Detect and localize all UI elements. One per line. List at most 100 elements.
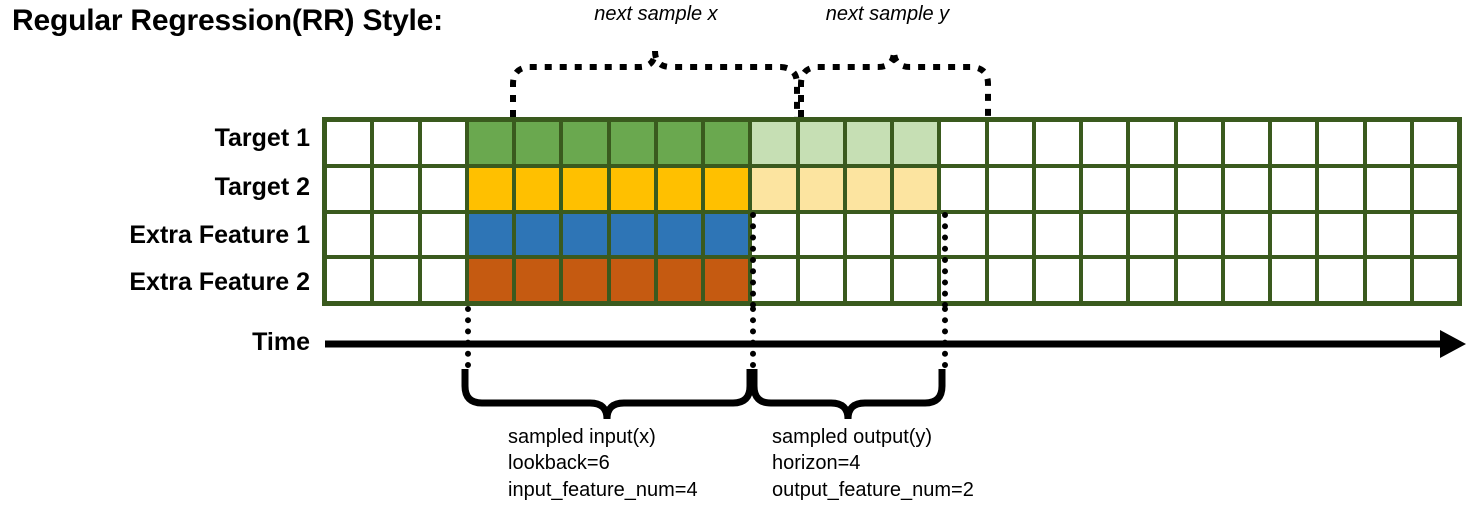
grid-cell-empty [799, 259, 843, 301]
grid-cell-empty [941, 122, 985, 164]
grid-cell-empty [1224, 167, 1268, 210]
grid-cell-input [468, 122, 512, 164]
grid-cell-input [610, 259, 654, 301]
label-next-sample-y: next sample y [825, 3, 950, 25]
grid-cell-empty [846, 213, 890, 256]
grid-cell-empty [1366, 167, 1410, 210]
grid-cell-empty [941, 259, 985, 301]
grid-cell-output [894, 167, 938, 210]
grid-cell-empty [988, 167, 1032, 210]
grid-cell-empty [894, 259, 938, 301]
grid-cell-empty [1035, 167, 1079, 210]
grid-cell-empty [421, 213, 465, 256]
grid-cell-empty [1083, 122, 1127, 164]
caption-sampled-input: sampled input(x) lookback=6 input_featur… [508, 424, 698, 503]
grid-cell-empty [1272, 213, 1316, 256]
grid-cell-empty [421, 167, 465, 210]
grid-cell-empty [988, 213, 1032, 256]
grid-cell-empty [1366, 122, 1410, 164]
grid-cell-empty [1130, 122, 1174, 164]
grid-cell-empty [1177, 259, 1221, 301]
dotted-guide-input-start [465, 306, 471, 368]
grid-cell-input [657, 167, 701, 210]
caption-output-line-2: horizon=4 [772, 452, 861, 475]
grid-cell-empty [799, 213, 843, 256]
caption-input-line-2: lookback=6 [508, 452, 610, 475]
grid-cell-empty [1130, 167, 1174, 210]
grid-cell-empty [374, 122, 418, 164]
grid-cell-empty [988, 122, 1032, 164]
grid-cell-empty [1272, 167, 1316, 210]
grid-cell-input [705, 167, 749, 210]
brace-sampled-output [750, 369, 946, 420]
grid-cell-input [610, 167, 654, 210]
grid-cell-output [799, 122, 843, 164]
grid-cell-empty [1083, 259, 1127, 301]
brace-next-sample-y [798, 50, 991, 117]
row-label-target-2: Target 2 [214, 173, 310, 201]
caption-input-line-1: sampled input(x) [508, 426, 656, 448]
grid-cell-input [563, 122, 607, 164]
grid-cell-output [846, 167, 890, 210]
grid-cell-empty [327, 213, 371, 256]
grid-cell-output [894, 122, 938, 164]
grid-cell-empty [1177, 213, 1221, 256]
grid-cell-empty [1413, 122, 1457, 164]
dotted-grid-divider-output-end [942, 212, 948, 308]
grid-cell-empty [374, 167, 418, 210]
grid-cell-input [468, 213, 512, 256]
grid-cell-empty [1366, 213, 1410, 256]
grid-cell-empty [421, 122, 465, 164]
grid-cell-input [657, 122, 701, 164]
grid-cell-input [516, 259, 560, 301]
grid-cell-empty [846, 259, 890, 301]
brace-sampled-input [461, 369, 754, 420]
grid-cell-empty [1177, 122, 1221, 164]
caption-output-line-3: output_feature_num=2 [772, 478, 974, 501]
grid-cell-empty [1413, 167, 1457, 210]
grid-cell-empty [941, 167, 985, 210]
grid-cell-input [468, 259, 512, 301]
time-axis-arrowhead [1440, 330, 1466, 358]
dotted-guide-output-end [942, 306, 948, 368]
grid-cell-input [563, 259, 607, 301]
grid-cell-empty [327, 122, 371, 164]
grid-cell-empty [1083, 213, 1127, 256]
time-axis-label: Time [252, 328, 310, 356]
grid-cell-empty [988, 259, 1032, 301]
label-next-sample-x: next sample x [594, 3, 718, 25]
grid-cell-empty [1224, 213, 1268, 256]
grid-cell-empty [752, 259, 796, 301]
timeseries-grid [322, 117, 1462, 306]
grid-cell-empty [752, 213, 796, 256]
grid-cell-empty [1130, 259, 1174, 301]
grid-cell-empty [941, 213, 985, 256]
grid-cell-input [516, 213, 560, 256]
grid-cell-empty [1035, 259, 1079, 301]
row-label-extra-feature-2: Extra Feature 2 [129, 268, 310, 296]
caption-sampled-output: sampled output(y) horizon=4 output_featu… [772, 424, 974, 503]
grid-cell-empty [1413, 259, 1457, 301]
grid-cell-input [563, 167, 607, 210]
grid-cell-empty [1224, 122, 1268, 164]
caption-input-line-3: input_feature_num=4 [508, 478, 698, 501]
grid-cell-input [516, 167, 560, 210]
dotted-guide-input-end [750, 306, 756, 368]
grid-cell-empty [374, 259, 418, 301]
grid-cell-input [705, 213, 749, 256]
grid-cell-input [516, 122, 560, 164]
row-label-extra-feature-1: Extra Feature 1 [129, 221, 310, 249]
grid-cell-output [752, 167, 796, 210]
grid-cell-input [468, 167, 512, 210]
grid-cell-empty [327, 167, 371, 210]
grid-cell-input [563, 213, 607, 256]
grid-cell-output [846, 122, 890, 164]
grid-cell-input [610, 213, 654, 256]
grid-cell-empty [1035, 213, 1079, 256]
page-title: Regular Regression(RR) Style: [12, 4, 443, 37]
row-label-target-1: Target 1 [214, 124, 310, 152]
grid-cell-empty [1319, 167, 1363, 210]
grid-cell-empty [1130, 213, 1174, 256]
grid-cell-empty [1035, 122, 1079, 164]
grid-cell-empty [1224, 259, 1268, 301]
